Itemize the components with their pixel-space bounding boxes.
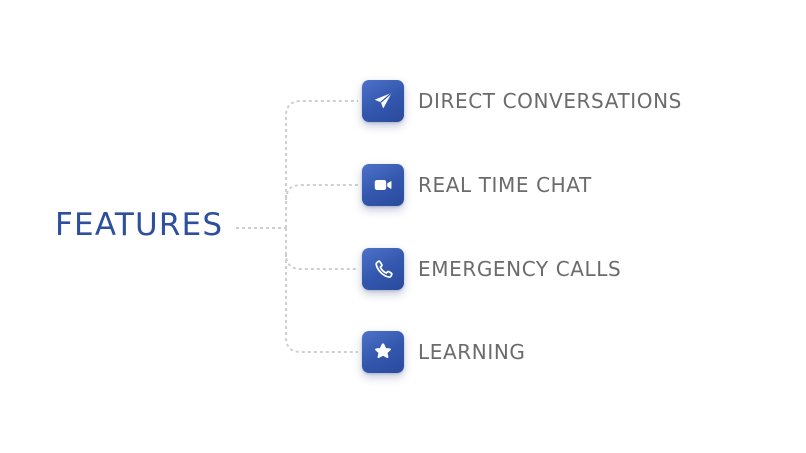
feature-icon-tile	[362, 248, 404, 290]
feature-item-emergency-calls: EMERGENCY CALLS	[362, 248, 621, 290]
feature-item-real-time-chat: REAL TIME CHAT	[362, 164, 592, 206]
feature-label: EMERGENCY CALLS	[418, 257, 622, 281]
feature-item-direct-conversations: DIRECT CONVERSATIONS	[362, 80, 682, 122]
feature-icon-tile	[362, 80, 404, 122]
connector-branch-3	[285, 228, 358, 270]
feature-icon-tile	[362, 331, 404, 373]
phone-icon	[375, 260, 393, 278]
feature-item-learning: LEARNING	[362, 331, 525, 373]
feature-label: LEARNING	[418, 340, 526, 364]
send-icon	[375, 93, 392, 109]
connector-branch-2	[285, 184, 358, 201]
feature-icon-tile	[362, 164, 404, 206]
video-camera-icon	[374, 179, 392, 191]
feature-label: REAL TIME CHAT	[418, 173, 592, 197]
star-icon	[375, 343, 391, 359]
diagram-title: FEATURES	[55, 207, 224, 243]
feature-label: DIRECT CONVERSATIONS	[418, 89, 682, 113]
connector-branch-1	[285, 100, 358, 228]
